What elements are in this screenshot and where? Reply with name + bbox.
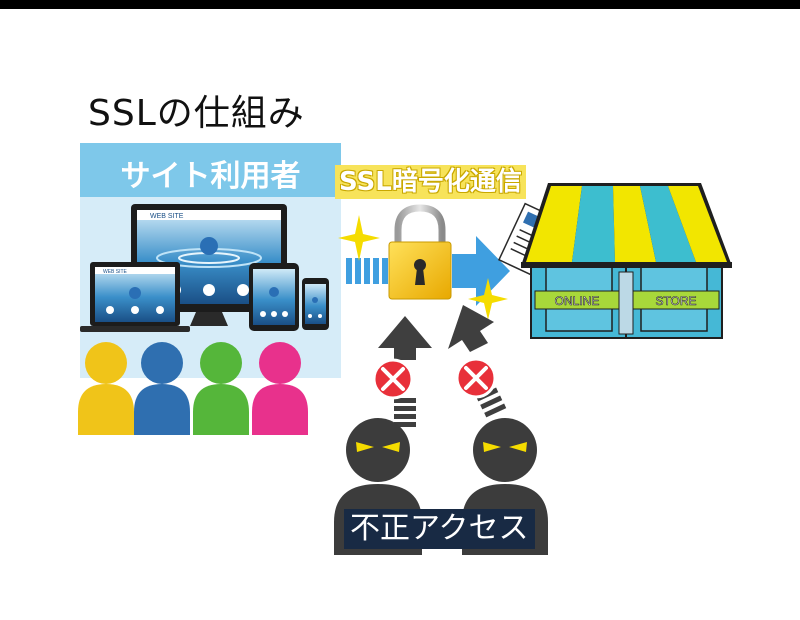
store-icon: ONLINE STORE [521, 183, 732, 339]
blocked-x-icon [372, 358, 414, 400]
top-bar [0, 0, 800, 9]
user-silhouettes [78, 342, 308, 435]
user-pink-icon [252, 342, 308, 435]
devices-illustration: WEB SITE WEB SITE [80, 204, 329, 332]
site-user-panel: サイト利用者 [80, 143, 341, 378]
sparkle-icon [468, 278, 508, 320]
site-user-label: サイト利用者 [120, 159, 301, 194]
unauthorized-access-label: 不正アクセス [344, 509, 535, 549]
site-user-header: サイト利用者 [80, 143, 341, 197]
store-sign-store: STORE [655, 294, 696, 308]
padlock-icon [388, 204, 452, 300]
store-sign-online: ONLINE [555, 294, 600, 308]
arrow-icon [346, 236, 510, 306]
user-yellow-icon [78, 342, 134, 435]
sparkle-icon [338, 215, 380, 261]
ssl-encryption-label: SSL暗号化通信 [335, 165, 526, 199]
user-blue-icon [134, 342, 190, 435]
laptop-screen-text: WEB SITE [103, 269, 128, 275]
monitor-screen-text: WEB SITE [150, 213, 184, 220]
blocked-x-icon [455, 357, 497, 399]
attack-arrow-right [448, 305, 507, 418]
user-green-icon [193, 342, 249, 435]
attack-arrow-left [378, 316, 432, 427]
page-title: SSLの仕組み [88, 93, 305, 134]
